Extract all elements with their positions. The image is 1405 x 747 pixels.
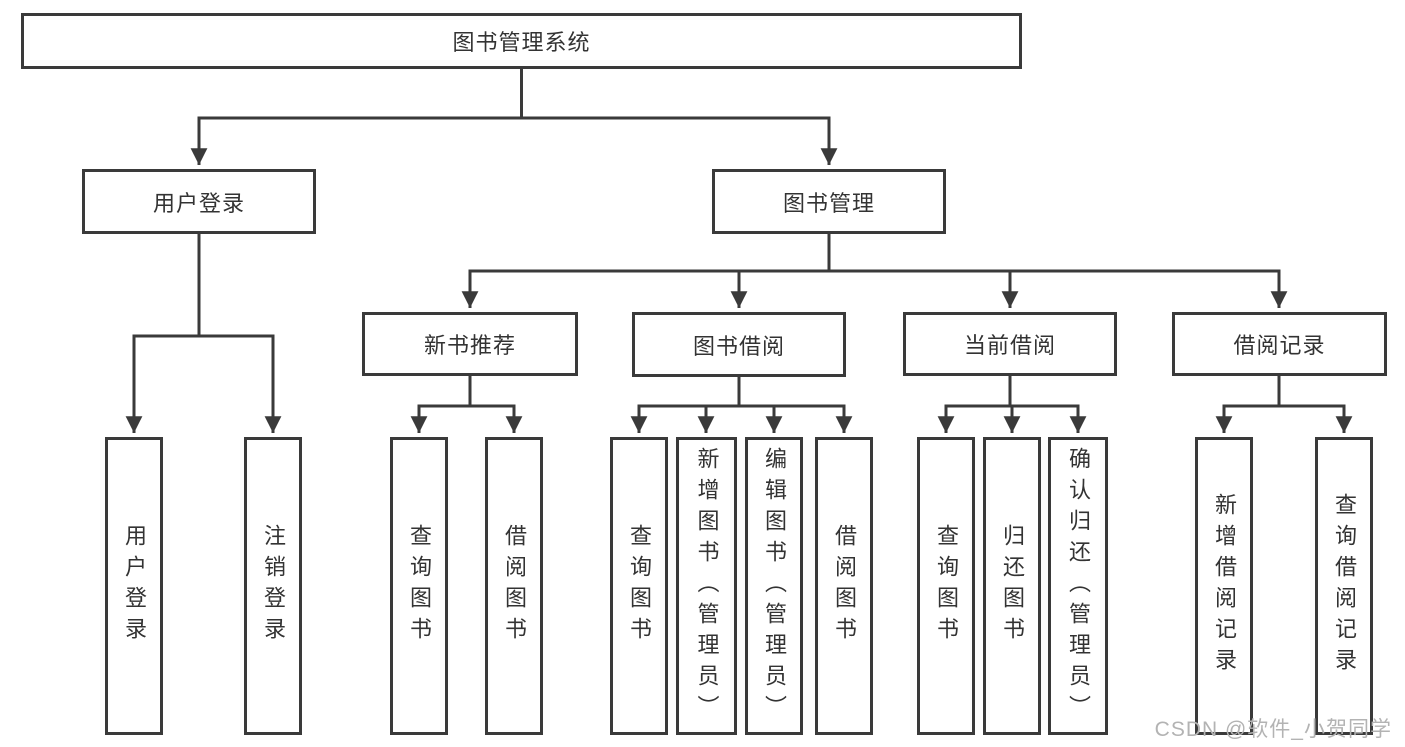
node-label: 编辑图书（管理员） (762, 446, 787, 726)
node-label: 图书管理 (782, 190, 875, 216)
leaf-borrow-books-borrowing: 借阅图书 (815, 437, 873, 735)
node-borrowing-records: 借阅记录 (1172, 312, 1387, 376)
node-label: 用户登录 (122, 524, 147, 648)
leaf-return-books: 归还图书 (983, 437, 1041, 735)
node-book-borrowing: 图书借阅 (632, 312, 846, 377)
node-label: 新增图书（管理员） (694, 446, 720, 726)
node-label: 新增借阅记录 (1212, 493, 1237, 679)
node-label: 查询图书 (627, 524, 652, 648)
leaf-add-books-admin: 新增图书（管理员） (676, 437, 737, 735)
leaf-query-books-current: 查询图书 (917, 437, 975, 735)
node-label: 当前借阅 (963, 333, 1056, 358)
leaf-query-books-borrowing: 查询图书 (610, 437, 668, 735)
leaf-borrow-books-recommend: 借阅图书 (485, 437, 543, 735)
leaf-query-borrow-record: 查询借阅记录 (1315, 437, 1373, 735)
connector-root-to-level1 (190, 67, 838, 165)
node-label: 查询图书 (934, 524, 959, 648)
leaf-query-books-recommend: 查询图书 (390, 437, 448, 735)
node-label: 图书管理系统 (452, 30, 591, 55)
node-label: 借阅图书 (832, 524, 857, 648)
watermark: CSDN @软件_小贺同学 (1154, 718, 1392, 741)
node-library-management-system: 图书管理系统 (21, 13, 1022, 69)
node-label: 确认归还（管理员） (1066, 446, 1091, 726)
node-current-borrowing: 当前借阅 (903, 312, 1117, 376)
connector-user-login-branch (125, 232, 282, 433)
node-label: 新书推荐 (423, 333, 516, 358)
node-label: 借阅记录 (1233, 333, 1326, 358)
node-user-login: 用户登录 (82, 169, 316, 234)
node-label: 查询图书 (407, 524, 432, 648)
leaf-user-login: 用户登录 (105, 437, 163, 735)
connector-current-borrowing-branch (937, 374, 1087, 433)
node-new-book-recommendation: 新书推荐 (362, 312, 578, 376)
node-label: 用户登录 (152, 190, 245, 216)
leaf-logout: 注销登录 (244, 437, 302, 735)
leaf-add-borrow-record: 新增借阅记录 (1195, 437, 1253, 735)
leaf-confirm-return-admin: 确认归还（管理员） (1048, 437, 1108, 735)
connector-new-book-branch (410, 374, 523, 433)
node-label: 归还图书 (1000, 524, 1025, 648)
node-label: 注销登录 (261, 524, 286, 648)
node-label: 借阅图书 (502, 524, 527, 648)
node-label: 图书借阅 (692, 333, 785, 359)
leaf-edit-books-admin: 编辑图书（管理员） (745, 437, 803, 735)
node-book-management: 图书管理 (712, 169, 946, 234)
node-label: 查询借阅记录 (1332, 493, 1357, 679)
connector-borrowing-records-branch (1215, 374, 1353, 433)
connector-book-management-branch (461, 232, 1288, 308)
connector-book-borrowing-branch (630, 375, 853, 433)
